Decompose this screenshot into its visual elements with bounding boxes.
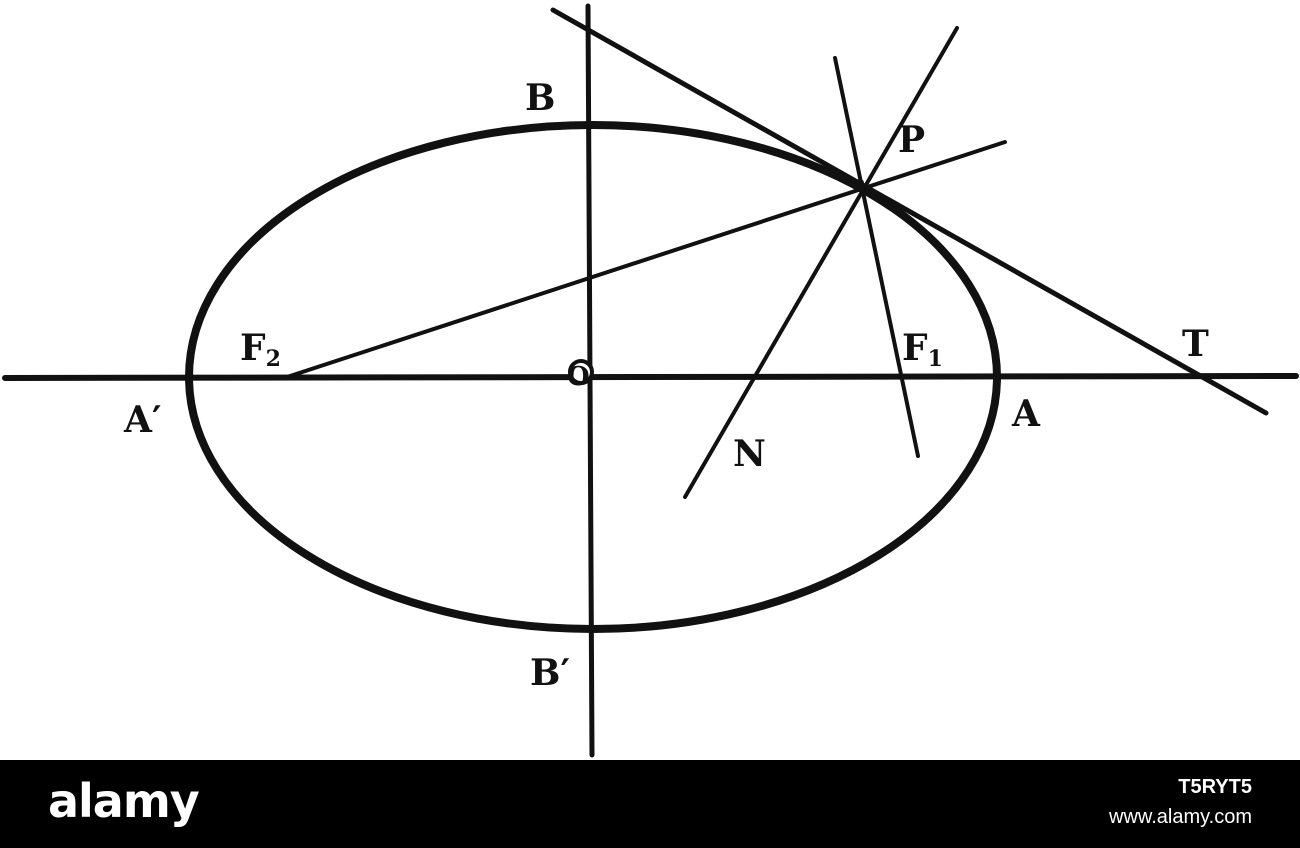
label-a-prime: A′ [123,399,161,441]
label-b-prime: B′ [530,652,570,694]
label-p: P [898,119,925,161]
ellipse-diagram-svg: B B′ A′ A P T N O F2 F1 [2,3,1299,758]
watermark-footer: alamy T5RYT5 www.alamy.com [0,760,1300,848]
label-a: A [1011,393,1041,435]
brand-logo: alamy [48,774,200,828]
label-o: O [567,362,590,392]
label-t: T [1182,323,1209,365]
normal-line [683,26,959,499]
point-p [856,179,864,187]
label-b: B [525,77,555,119]
center-point-o [568,359,594,385]
image-id: T5RYT5 [1178,776,1252,798]
focal-radius-f1 [833,56,920,458]
ellipse-diagram: B B′ A′ A P T N O F2 F1 [2,3,1299,758]
site-url: www.alamy.com [1109,806,1252,828]
label-f1: F1 [902,327,943,372]
label-n: N [733,433,766,475]
label-f2: F2 [240,327,281,372]
major-axis [2,373,1299,381]
tangent-line [550,7,1269,416]
ellipse [185,121,1001,633]
focal-radius-f2 [282,140,1007,380]
